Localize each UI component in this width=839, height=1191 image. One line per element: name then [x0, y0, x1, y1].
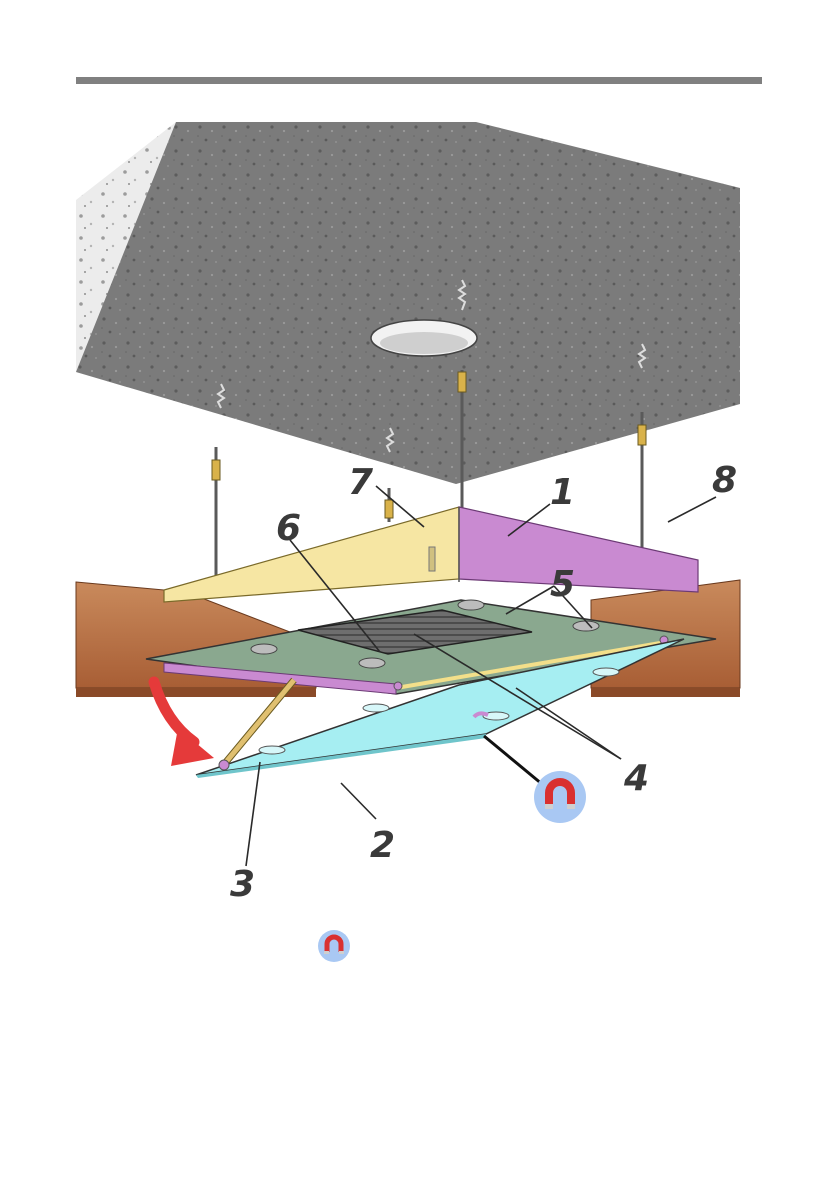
callout-5: 5: [550, 564, 575, 605]
magnet-legend-icon: [317, 929, 351, 963]
housing-box: [164, 507, 698, 602]
callout-7: 7: [348, 462, 373, 503]
callout-1: 1: [550, 472, 575, 513]
callout-3: 3: [230, 864, 255, 905]
callout-2: 2: [370, 825, 395, 866]
callout-6: 6: [276, 508, 301, 549]
installation-diagram: 7 1 8 6 5 4 2 3: [76, 122, 740, 912]
callout-8: 8: [712, 460, 737, 501]
callout-4: 4: [623, 758, 649, 799]
magnet-icon: [534, 771, 586, 823]
header-rule: [76, 77, 762, 84]
